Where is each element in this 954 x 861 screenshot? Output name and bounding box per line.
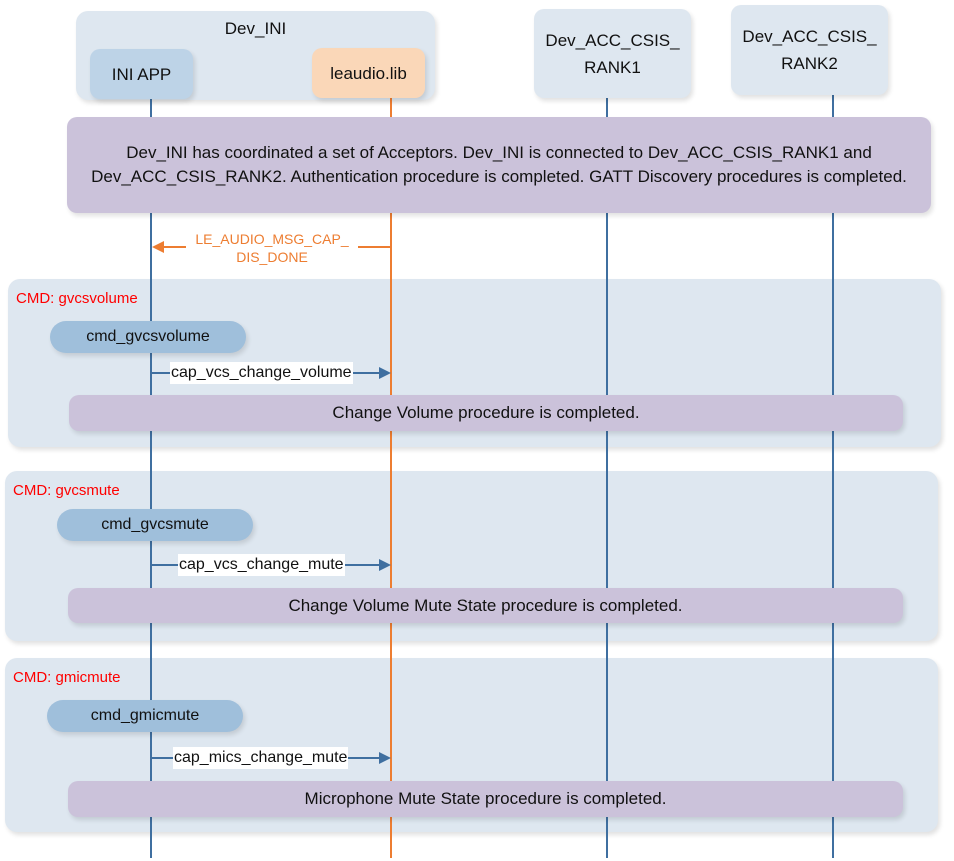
section-label: CMD: gvcsvolume <box>16 290 138 307</box>
arrow-right-icon <box>379 367 391 379</box>
lifeline-rank2 <box>832 94 834 858</box>
command-pill: cmd_gvcsmute <box>57 509 253 541</box>
message-label: cap_vcs_change_mute <box>178 554 345 576</box>
lifeline-ini-app <box>150 98 152 858</box>
lifeline-leaudio <box>390 98 392 858</box>
section-label: CMD: gvcsmute <box>13 482 120 499</box>
event-message-label: LE_AUDIO_MSG_CAP_ DIS_DONE <box>186 230 358 266</box>
result-note: Change Volume procedure is completed. <box>69 395 903 431</box>
dev-ini-label: Dev_INI <box>224 19 287 38</box>
message-label: cap_mics_change_mute <box>173 747 349 769</box>
command-pill: cmd_gmicmute <box>47 700 243 732</box>
participant-rank1: Dev_ACC_CSIS_ RANK1 <box>534 9 691 98</box>
arrow-left-icon <box>152 241 164 253</box>
result-note: Change Volume Mute State procedure is co… <box>68 588 903 623</box>
participant-rank2: Dev_ACC_CSIS_ RANK2 <box>731 5 888 95</box>
intro-note: Dev_INI has coordinated a set of Accepto… <box>67 117 931 213</box>
participant-leaudio: leaudio.lib <box>312 48 425 98</box>
section-label: CMD: gmicmute <box>13 669 121 686</box>
lifeline-rank1 <box>606 96 608 858</box>
participant-ini-app: INI APP <box>90 49 193 99</box>
arrow-right-icon <box>379 752 391 764</box>
command-pill: cmd_gvcsvolume <box>50 321 246 353</box>
result-note: Microphone Mute State procedure is compl… <box>68 781 903 817</box>
arrow-right-icon <box>379 559 391 571</box>
message-label: cap_vcs_change_volume <box>170 362 353 384</box>
